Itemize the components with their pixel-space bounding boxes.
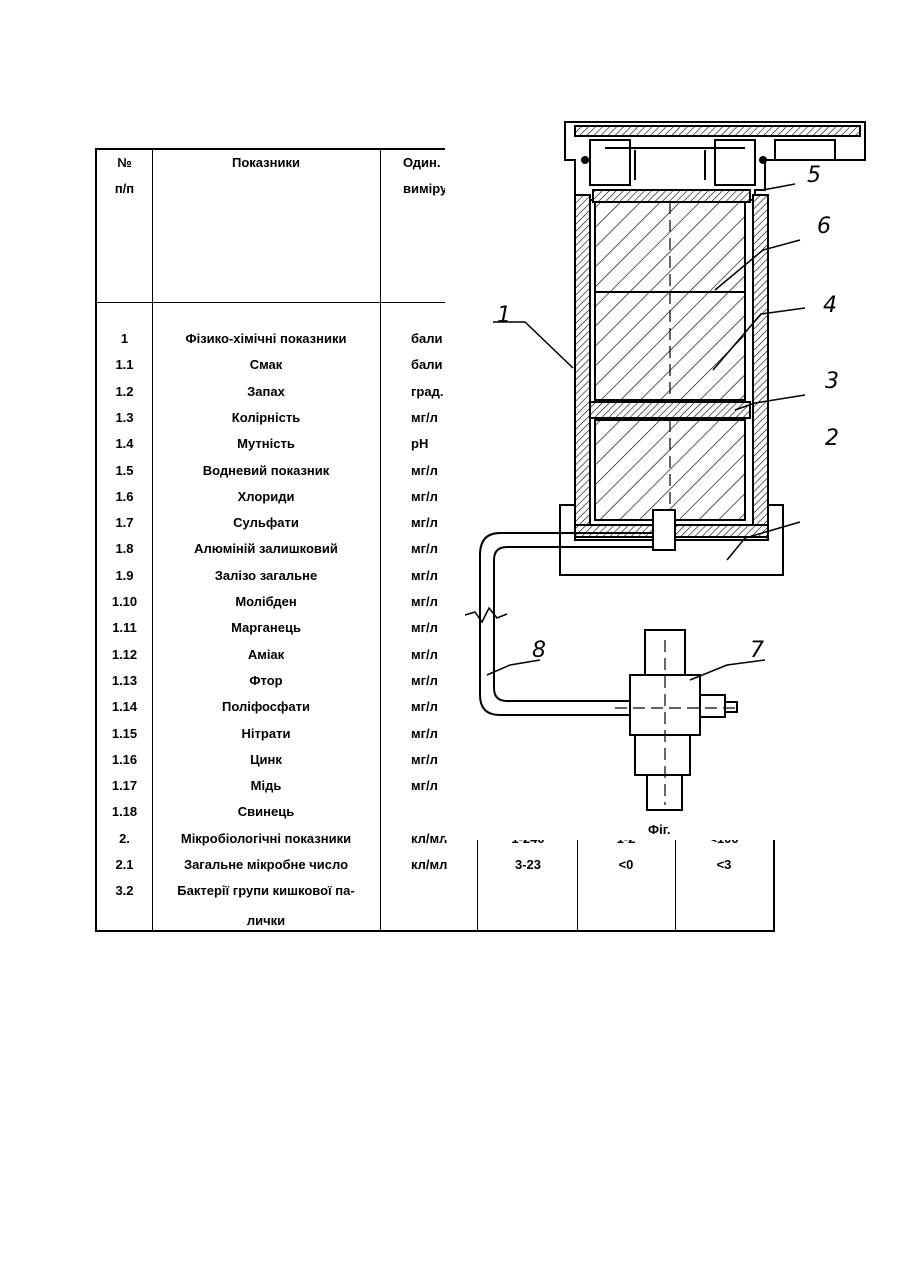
row-number: 1.4 <box>97 431 152 457</box>
row-number: 2.1 <box>97 852 152 878</box>
figure-caption: Фіг. <box>648 822 670 837</box>
row-number: 1.5 <box>97 458 152 484</box>
label-5: 5 <box>807 163 821 188</box>
row-name: Молібден <box>152 589 380 615</box>
table-row-continuation: лички <box>97 908 777 934</box>
label-7: 7 <box>750 638 764 663</box>
row-number: 1.12 <box>97 642 152 668</box>
row-name: Смак <box>152 352 380 378</box>
label-8: 8 <box>532 638 546 663</box>
row-name: Бактерії групи кишкової па- <box>152 878 380 904</box>
row-number: 1.7 <box>97 510 152 536</box>
header-name: Показники <box>152 150 380 176</box>
label-1: 1 <box>497 303 511 328</box>
row-name: Сульфати <box>152 510 380 536</box>
row-name: Колірність <box>152 405 380 431</box>
row-name: Марганець <box>152 615 380 641</box>
row-number: 1.3 <box>97 405 152 431</box>
row-number: 1.9 <box>97 563 152 589</box>
row-name: Мутність <box>152 431 380 457</box>
row-number: 1.15 <box>97 721 152 747</box>
row-name: Алюміній залишковий <box>152 536 380 562</box>
row-number: 1.16 <box>97 747 152 773</box>
row-number: 2. <box>97 826 152 852</box>
filter-device-drawing: 1 2 3 4 5 6 7 8 <box>445 100 875 840</box>
table-row: 2.1Загальне мікробне число кл/мл 3-23<0<3 <box>97 852 777 878</box>
header-num: № п/п <box>97 150 152 202</box>
row-name: Водневий показник <box>152 458 380 484</box>
row-name: Мідь <box>152 773 380 799</box>
row-number: 1 <box>97 326 152 352</box>
row-value-1: 3-23 <box>479 852 577 878</box>
label-4: 4 <box>823 293 837 318</box>
row-name: Запах <box>152 379 380 405</box>
row-name: Загальне мікробне число <box>152 852 380 878</box>
row-name: Свинець <box>152 799 380 825</box>
label-2: 2 <box>825 426 839 451</box>
row-value-2: <0 <box>577 852 675 878</box>
row-number: 1.6 <box>97 484 152 510</box>
row-number: 1.18 <box>97 799 152 825</box>
row-name-continuation: лички <box>152 908 380 934</box>
row-name: Нітрати <box>152 721 380 747</box>
row-name: Мікробіологічні показники <box>152 826 380 852</box>
row-unit: кл/мл <box>411 852 471 878</box>
row-name: Залізо загальне <box>152 563 380 589</box>
row-value-3: <3 <box>675 852 773 878</box>
header-num-line1: № <box>97 150 152 176</box>
row-number: 1.14 <box>97 694 152 720</box>
row-number: 1.17 <box>97 773 152 799</box>
row-number: 1.13 <box>97 668 152 694</box>
row-number: 1.1 <box>97 352 152 378</box>
row-number: 1.11 <box>97 615 152 641</box>
row-name: Поліфосфати <box>152 694 380 720</box>
row-number: 1.8 <box>97 536 152 562</box>
row-number: 3.2 <box>97 878 152 904</box>
row-name: Фізико-хімічні показники <box>152 326 380 352</box>
header-num-line2: п/п <box>97 176 152 202</box>
label-6: 6 <box>817 214 831 239</box>
row-name: Фтор <box>152 668 380 694</box>
row-name: Хлориди <box>152 484 380 510</box>
table-row: 3.2Бактерії групи кишкової па- <box>97 878 777 904</box>
row-name: Аміак <box>152 642 380 668</box>
row-name: Цинк <box>152 747 380 773</box>
row-number: 1.10 <box>97 589 152 615</box>
row-number: 1.2 <box>97 379 152 405</box>
label-3: 3 <box>825 369 839 394</box>
cartridge-lower <box>595 420 745 520</box>
cartridge-upper <box>590 190 750 418</box>
